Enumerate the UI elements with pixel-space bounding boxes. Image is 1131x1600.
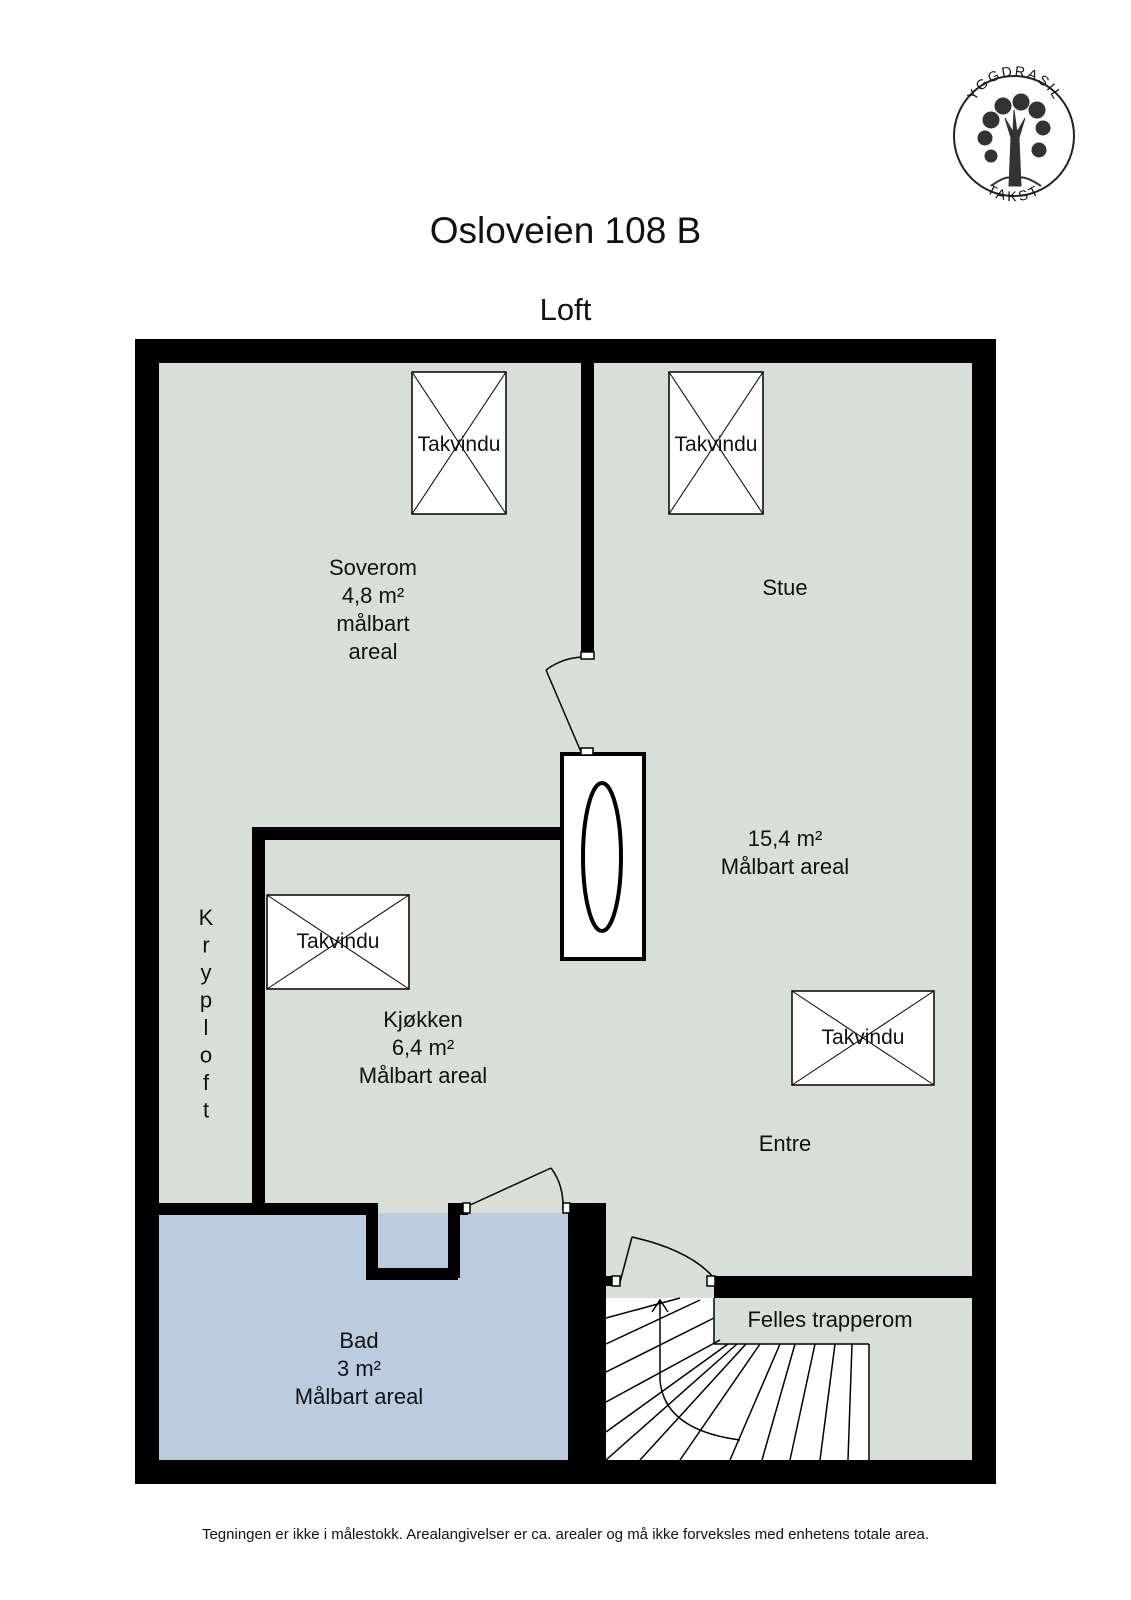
room-label-bad: Bad 3 m² Målbart areal bbox=[295, 1328, 423, 1409]
room-name: Bad bbox=[339, 1328, 378, 1353]
room-area: 6,4 m² bbox=[392, 1035, 454, 1060]
bathroom-area bbox=[159, 1213, 569, 1460]
krypeloft-letter: o bbox=[200, 1043, 212, 1068]
skylight-kjokken: Takvindu bbox=[266, 894, 410, 990]
room-note: areal bbox=[349, 639, 398, 664]
room-note: Målbart areal bbox=[721, 854, 849, 879]
krypeloft-letter: t bbox=[203, 1098, 209, 1123]
logo-bottom-text: TAKST bbox=[985, 181, 1041, 204]
skylight-label: Takvindu bbox=[822, 1026, 905, 1049]
skylight-label: Takvindu bbox=[675, 433, 758, 456]
plan-title: Osloveien 108 B bbox=[429, 210, 702, 251]
chimney bbox=[560, 747, 646, 961]
staircase bbox=[605, 1297, 870, 1461]
krypeloft-letter: K bbox=[199, 905, 214, 930]
skylight-soverom: Takvindu bbox=[411, 371, 507, 515]
yggdrasil-logo: YGGDRASIL TAKST bbox=[953, 63, 1075, 204]
room-label-entre: Entre bbox=[759, 1131, 812, 1156]
skylight-label: Takvindu bbox=[297, 930, 380, 953]
door-bathroom bbox=[462, 1167, 571, 1214]
svg-text:TAKST: TAKST bbox=[985, 181, 1044, 204]
krypeloft-letter: r bbox=[202, 933, 209, 958]
disclaimer: Tegningen er ikke i målestokk. Arealangi… bbox=[201, 1526, 930, 1543]
room-name: Kjøkken bbox=[383, 1007, 462, 1032]
room-label-stue: Stue bbox=[762, 575, 807, 600]
door-trapperom bbox=[611, 1236, 716, 1287]
room-note: målbart bbox=[336, 611, 409, 636]
room-label-stue-area: 15,4 m² Målbart areal bbox=[721, 826, 849, 879]
floor-label: Loft bbox=[539, 292, 592, 327]
interior-walls bbox=[159, 363, 972, 1460]
room-note: Målbart areal bbox=[359, 1063, 487, 1088]
krypeloft-letter: p bbox=[200, 988, 212, 1013]
room-area: 3 m² bbox=[337, 1356, 381, 1381]
skylight-entre: Takvindu bbox=[791, 990, 935, 1086]
room-label-soverom: Soverom 4,8 m² målbart areal bbox=[329, 555, 417, 664]
room-name: Soverom bbox=[329, 555, 417, 580]
krypeloft-letter: l bbox=[204, 1015, 209, 1040]
krypeloft-letter: f bbox=[203, 1070, 210, 1095]
krypeloft-letter: y bbox=[201, 960, 212, 985]
tree-icon bbox=[977, 93, 1051, 187]
door-soverom bbox=[545, 651, 595, 753]
skylight-label: Takvindu bbox=[418, 433, 501, 456]
room-label-trapperom: Felles trapperom bbox=[747, 1307, 912, 1332]
room-area: 15,4 m² bbox=[748, 826, 823, 851]
skylight-stue: Takvindu bbox=[668, 371, 764, 515]
room-note: Målbart areal bbox=[295, 1384, 423, 1409]
room-area: 4,8 m² bbox=[342, 583, 404, 608]
room-label-kjokken: Kjøkken 6,4 m² Målbart areal bbox=[359, 1007, 487, 1088]
